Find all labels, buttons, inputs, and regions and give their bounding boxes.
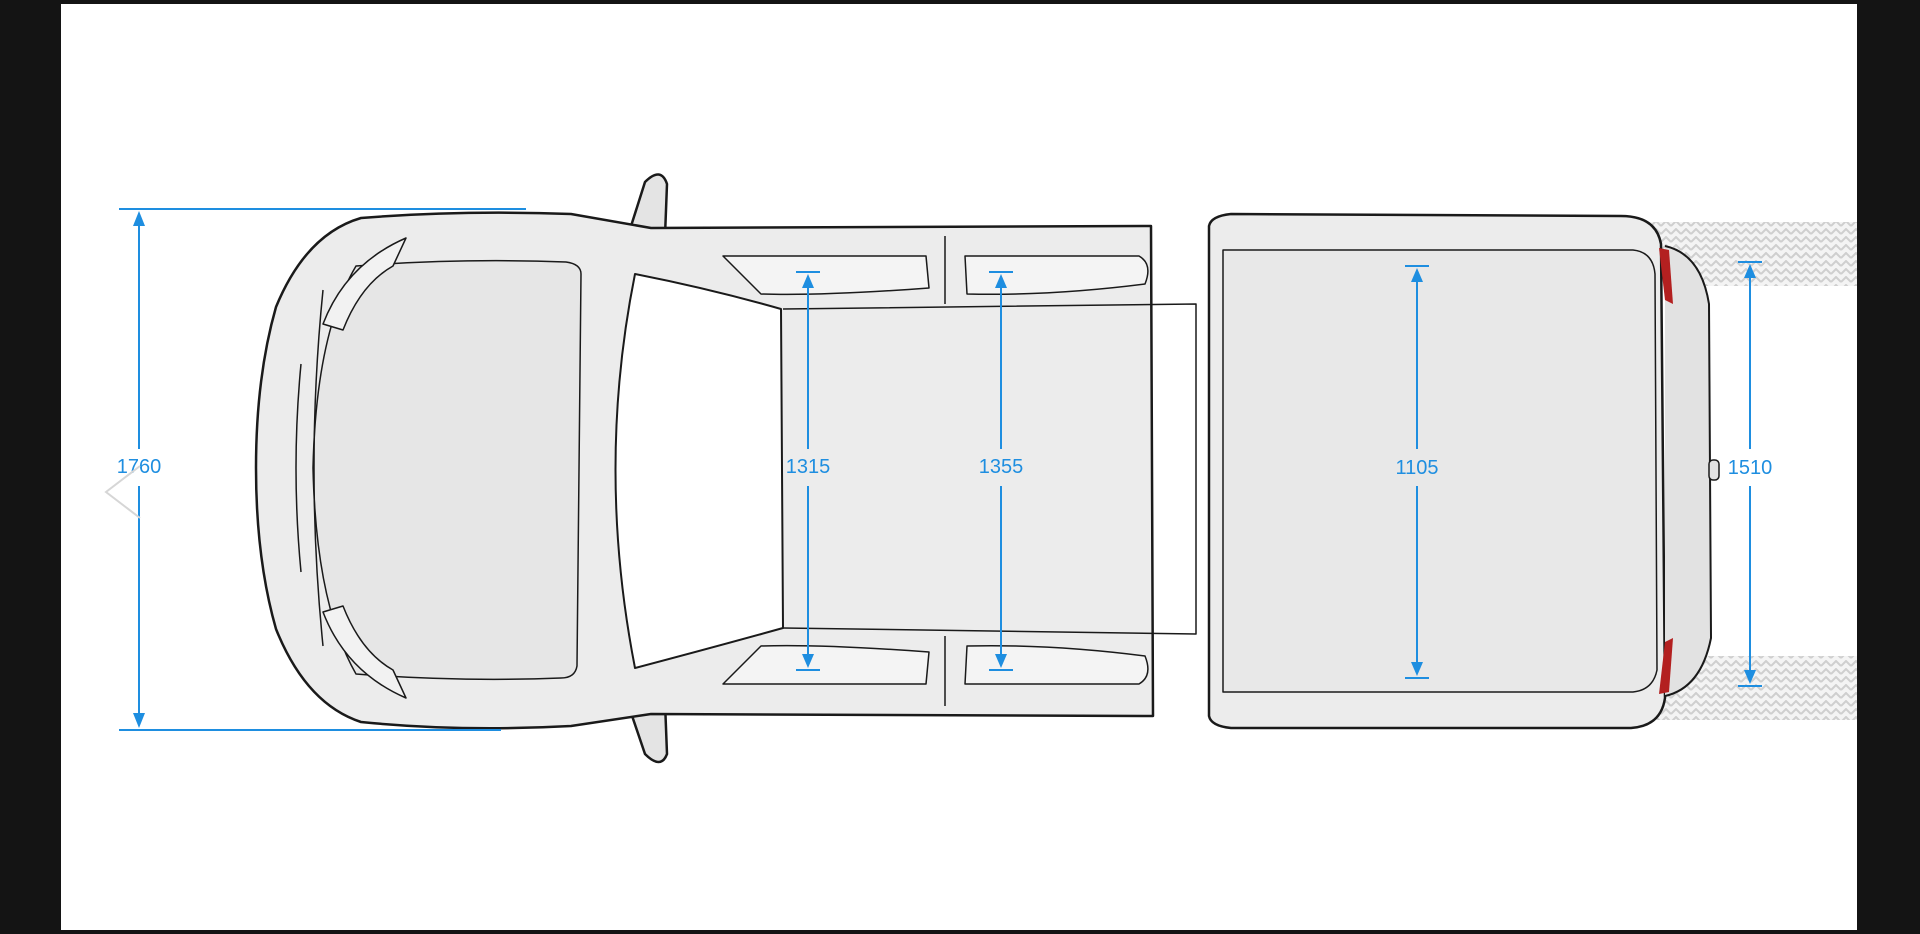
tail-light-bottom <box>1659 638 1673 694</box>
dim-label-rear-seat: 1355 <box>979 456 1024 478</box>
windshield <box>614 273 784 669</box>
diagram-image: 1760 1315 1355 1105 1510 <box>61 4 1857 930</box>
dimension-arrowheads <box>133 211 1756 728</box>
hood-panel <box>312 259 582 681</box>
dim-label-bed: 1105 <box>1395 457 1438 479</box>
dim-label-rear-track: 1510 <box>1728 457 1773 479</box>
tail-light-top <box>1659 248 1673 304</box>
window-rear-bottom <box>964 644 1149 685</box>
rear-bumper <box>1664 245 1712 697</box>
truck-body <box>254 173 1720 764</box>
truck-dimension-diagram: 1760 1315 1355 1105 1510 <box>117 173 1857 764</box>
bed-floor <box>1222 249 1658 693</box>
window-rear-top <box>964 255 1149 296</box>
dim-label-front-seat: 1315 <box>786 456 831 478</box>
headlight-bottom <box>322 605 407 699</box>
window-front-top <box>722 255 930 296</box>
window-front-bottom <box>722 644 930 685</box>
chevron-left-icon[interactable] <box>100 462 150 522</box>
headlight-top <box>322 237 407 331</box>
roof <box>782 303 1197 635</box>
